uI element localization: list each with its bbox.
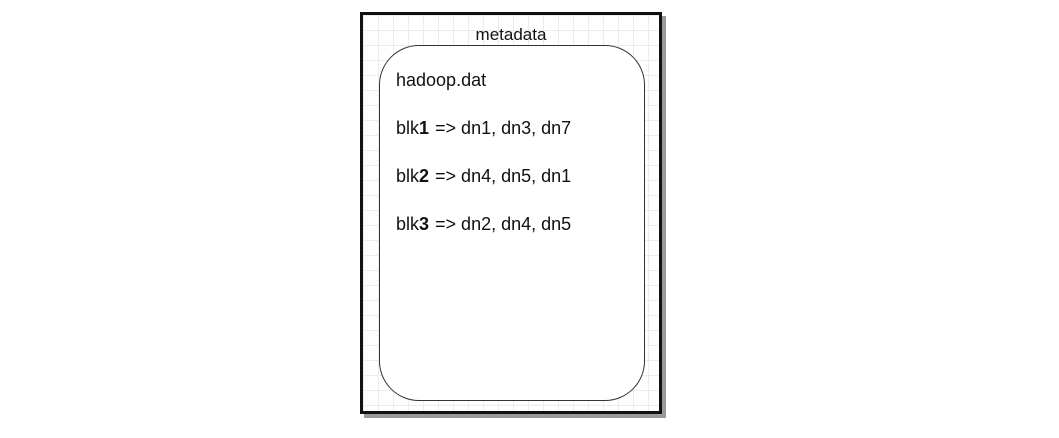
block-mapping-1: blk1=> dn1, dn3, dn7 xyxy=(396,117,626,139)
block-datanodes: => dn4, dn5, dn1 xyxy=(435,166,572,186)
block-prefix: blk xyxy=(396,118,420,138)
block-prefix: blk xyxy=(396,214,420,234)
block-number: 3 xyxy=(419,214,430,234)
metadata-title: metadata xyxy=(475,25,547,44)
block-datanodes: => dn2, dn4, dn5 xyxy=(435,214,572,234)
block-datanodes: => dn1, dn3, dn7 xyxy=(435,118,572,138)
file-name: hadoop.dat xyxy=(396,70,487,90)
block-number: 2 xyxy=(419,166,430,186)
metadata-box xyxy=(379,45,645,401)
block-prefix: blk xyxy=(396,166,420,186)
block-number: 1 xyxy=(419,118,430,138)
metadata-entries: hadoop.dat blk1=> dn1, dn3, dn7 blk2=> d… xyxy=(396,69,626,261)
metadata-frame: metadata hadoop.dat blk1=> dn1, dn3, dn7… xyxy=(360,12,662,414)
block-mapping-3: blk3=> dn2, dn4, dn5 xyxy=(396,213,626,235)
block-mapping-2: blk2=> dn4, dn5, dn1 xyxy=(396,165,626,187)
